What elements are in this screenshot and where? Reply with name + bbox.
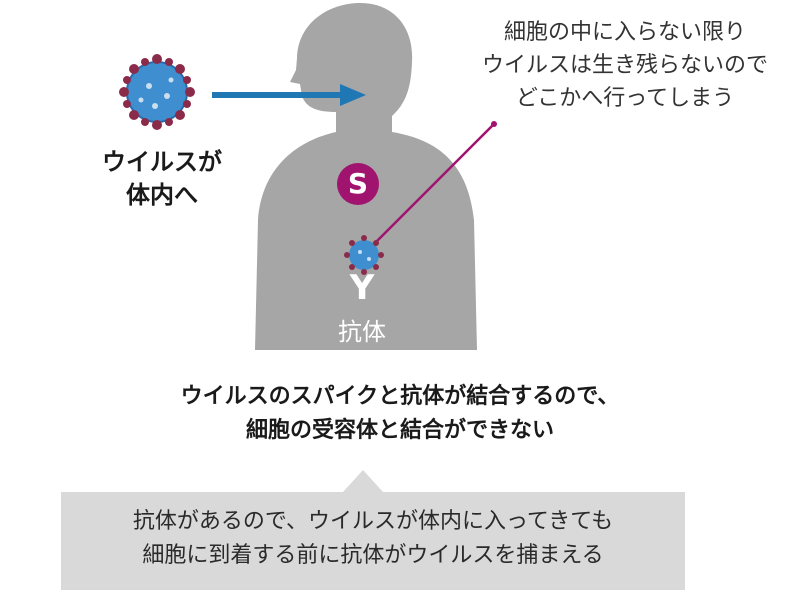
virus-entry-label-line-2: 体内へ (126, 181, 198, 209)
binding-explanation-line-1: ウイルスのスパイクと抗体が結合するので、 (180, 384, 620, 409)
callout-box (61, 492, 685, 590)
survival-note-line-2: ウイルスは生き残らないので (481, 53, 768, 78)
virus-entry-label: ウイルスが 体内へ (82, 146, 242, 212)
antibody-y-icon: Y (349, 268, 375, 308)
survival-note-line-3: どこかへ行ってしまう (515, 86, 735, 111)
binding-explanation: ウイルスのスパイクと抗体が結合するので、 細胞の受容体と結合ができない (0, 380, 800, 448)
spike-badge: S (337, 163, 379, 205)
callout-text-line-2: 細胞に到着する前に抗体がウイルスを捕まえる (142, 543, 604, 568)
callout-pointer (343, 470, 383, 492)
antibody-label: 抗体 (338, 318, 386, 346)
virus-small-icon (344, 235, 384, 275)
note-pointer-line (373, 121, 497, 245)
entry-arrow (212, 84, 366, 106)
binding-explanation-line-2: 細胞の受容体と結合ができない (245, 418, 554, 443)
virus-entry-label-line-1: ウイルスが (102, 148, 222, 176)
survival-note-line-1: 細胞の中に入らない限り (503, 20, 746, 45)
survival-note: 細胞の中に入らない限り ウイルスは生き残らないので どこかへ行ってしまう (455, 16, 795, 115)
virus-large-icon (119, 54, 195, 130)
callout-text: 抗体があるので、ウイルスが体内に入ってきても 細胞に到着する前に抗体がウイルスを… (61, 505, 685, 573)
callout-text-line-1: 抗体があるので、ウイルスが体内に入ってきても (132, 509, 614, 534)
